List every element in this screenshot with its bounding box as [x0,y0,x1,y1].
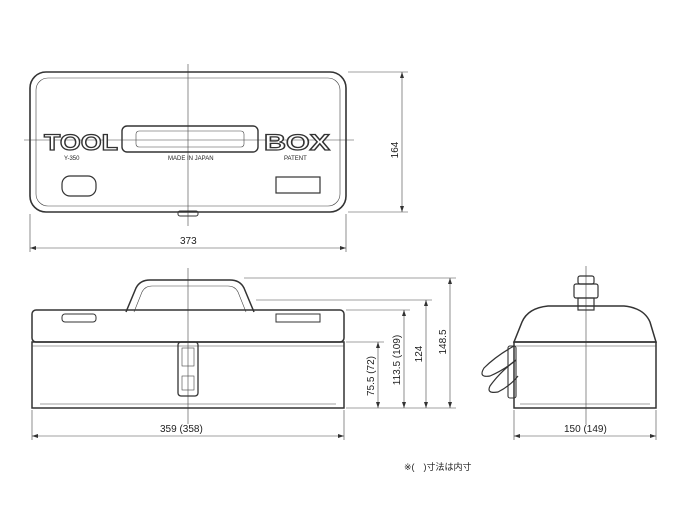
front-view-handle [125,279,255,313]
patent-label: PATENT [284,156,307,162]
made-in-japan-label: MADE IN JAPAN [168,156,214,162]
dim-front-width: 359 (358) [160,424,203,435]
dim-top-width: 373 [180,236,197,247]
side-view-latch-open [481,345,517,377]
side-view-handle-base [577,297,595,311]
side-view-latch [507,345,517,399]
side-view-body [513,341,657,409]
embossed-tool-text: TOOL [44,130,118,155]
top-view-latch [177,210,199,217]
top-view-label-plate [275,176,321,194]
dim-front-height-mid: 124 [414,345,425,362]
top-view-inner-outline [35,77,341,207]
top-view-handle-grip [135,130,245,148]
front-view-left-badge [61,313,97,323]
embossed-box-text: BOX [264,130,330,155]
front-view: 359 (358) 75.5 (72) 113.5 (109) 124 148.… [31,268,456,440]
side-view-lid [512,305,658,343]
side-view: 150 (149) [481,266,658,440]
model-label: Y-350 [64,156,80,162]
dim-front-height-body: 113.5 (109) [392,335,403,385]
front-view-label-plate [275,313,321,323]
front-view-latch-catch [181,375,195,391]
top-view-left-badge [61,175,97,197]
dim-front-height-total: 148.5 [438,329,449,354]
dim-top-depth: 164 [390,141,401,158]
top-view: TOOL BOX Y-350 MADE IN JAPAN PATENT 373 … [24,64,408,252]
top-view-outline [29,71,347,213]
top-view-handle [121,125,259,153]
front-view-latch [177,341,199,397]
dim-side-depth: 150 (149) [564,424,607,435]
inner-dimension-note: ※( )寸法は内寸 [404,461,472,472]
front-view-latch-hasp [181,347,195,367]
dim-front-height-lid: 75.5 (72) [366,356,377,396]
side-view-latch-arm [488,359,519,393]
front-view-handle-inner [133,285,247,313]
